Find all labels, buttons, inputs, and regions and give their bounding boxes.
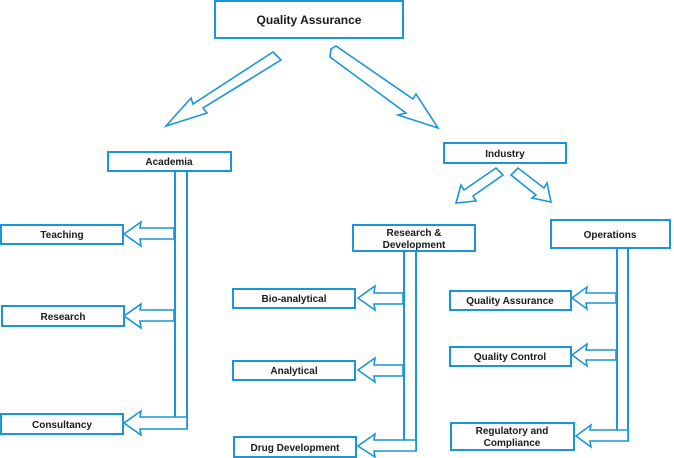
node-analytical: Analytical [232,360,356,381]
arrow-to-research-development [454,166,505,204]
arrow-to-operations [509,166,553,204]
arrow-to-bio-analytical [356,284,404,312]
node-bio-analytical: Bio-analytical [232,288,356,309]
node-operations: Operations [550,219,671,249]
arrow-to-academia [163,50,283,128]
node-label: Academia [145,157,193,168]
node-label: Quality Assurance [257,13,362,27]
node-industry: Industry [443,142,567,164]
node-drug-development: Drug Development [233,436,357,458]
node-research: Research [1,305,125,327]
node-academia: Academia [107,151,232,172]
arrow-to-regulatory-compliance [574,423,629,449]
node-ops-quality-assurance: Quality Assurance [449,290,572,311]
node-label: Quality Control [474,352,546,363]
arrow-to-consultancy [122,409,188,437]
arrow-to-ops-quality-assurance [570,285,617,311]
node-label: Analytical [270,366,317,377]
arrow-to-industry [329,45,440,130]
node-consultancy: Consultancy [0,413,124,435]
node-quality-control: Quality Control [449,346,572,367]
arrow-to-analytical [356,356,404,384]
node-label: Consultancy [32,420,92,431]
node-label: Research [40,312,85,323]
arrow-to-research [122,302,175,330]
node-label-line1: Research & [386,228,441,239]
node-label-line1: Regulatory and [476,426,549,437]
node-label: Drug Development [251,443,341,454]
node-label: Industry [485,149,525,160]
node-label: Teaching [40,230,83,241]
node-label-line2: Compliance [484,438,541,449]
arrow-to-teaching [122,220,175,248]
node-label-line2: Development [383,240,446,251]
arrow-to-quality-control [570,342,617,368]
node-label: Bio-analytical [261,294,326,305]
node-quality-assurance-root: Quality Assurance [214,0,404,39]
node-label: Quality Assurance [466,296,554,307]
node-label: Operations [584,230,637,241]
node-research-development: Research & Development [352,224,476,252]
node-regulatory-compliance: Regulatory and Compliance [450,422,575,451]
node-teaching: Teaching [0,224,124,245]
arrow-to-drug-development [356,432,417,458]
